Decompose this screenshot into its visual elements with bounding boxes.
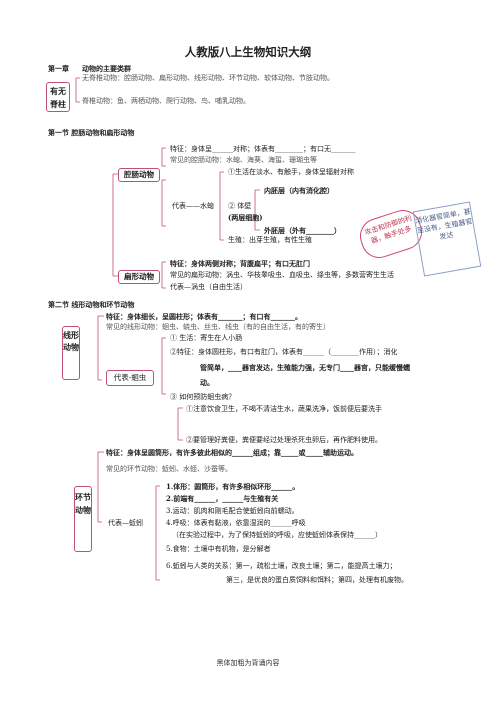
anne-box: 环节动物 (74, 486, 92, 552)
nema-rep: 代表-蛔虫 (106, 370, 154, 386)
nema-feature: 特征：身体细长，呈圆柱形；体表有_______；有口有_______。 (106, 312, 302, 321)
footer-note: 黑体加粗为背诵内容 (216, 659, 280, 667)
flat-common: 常见的扁形动物：涡虫、华枝睾吸虫、血吸虫、绦虫等，多数营寄生生活 (170, 271, 394, 279)
cavity-feature: 特征：身体呈______对称；体表有________；有口无_______ (170, 145, 356, 153)
cavity-repro: 生殖：出芽生殖，有性生殖 (228, 236, 312, 244)
page-title: 人教版八上生物知识大纲 (184, 45, 312, 59)
nema-point-2b: 管简单，____器官发达，生殖能力强，无专门____器官，只能缓慢蠕 (200, 363, 410, 372)
vertebrate-box: 有无脊柱 (46, 82, 70, 112)
anne-rep: 代表—蚯蚓 (108, 519, 143, 527)
cavity-inner: 内胚层（内有消化腔） (264, 186, 334, 195)
anne-feature: 特征：身体呈圆筒形，有许多彼此相似的______组成；靠_____或_____辅… (106, 448, 358, 457)
anne-point-5: 5.食物：土壤中有机物，是分解者 (166, 545, 271, 553)
chapter-label: 第一章 (48, 64, 69, 73)
anne-point-3: 3.运动：肌肉和刚毛配合使蚯蚓向前蠕动。 (166, 507, 299, 515)
cavity-point-2b: (两层细胞) (228, 213, 263, 222)
vertebrate-text: 脊椎动物：鱼、两栖动物、爬行动物、鸟、哺乳动物。 (82, 97, 250, 105)
nema-common: 常见的线形动物：蛔虫、蛲虫、丝虫、线虫（有的自由生活，有的寄生） (106, 323, 330, 331)
flat-box: 扁形动物 (118, 270, 160, 284)
anne-point-6: 6.蚯蚓与人类的关系：第一，疏松土壤，改良土壤；第二，能提高土壤力； (166, 562, 397, 570)
section2-heading: 第二节 线形动物和环节动物 (48, 300, 135, 309)
cavity-rep: 代表——水螅 (172, 202, 214, 210)
anne-point-1: 1.体形：圆筒形，有许多相似环形______。 (166, 482, 300, 491)
cavity-outer: 外胚层（外有________） (264, 226, 341, 235)
cavity-point-2: ② 体壁 (228, 202, 252, 210)
anne-point-4: 4.呼吸：体表有黏液，依靠湿润的______呼吸 (166, 519, 306, 527)
nema-point-2: ②特征：身体圆柱形，有口有肛门，体表有______（________作用）；消化 (170, 348, 398, 356)
nema-box: 线形动物 (62, 326, 80, 380)
anne-point-2: 2.前端有______，______与生殖有关 (166, 494, 279, 503)
cavity-point-1: ①生活在淡水、有触手，身体呈辐射对称 (228, 168, 354, 176)
invertebrate-text: 无脊椎动物：腔肠动物、扁形动物、线形动物、环节动物、软体动物、节肢动物。 (82, 74, 334, 82)
anne-point-6b: 第三，是优良的蛋白质饲料和饵料；第四，处理有机废物。 (226, 576, 408, 584)
nema-point-2c: 动。 (200, 378, 214, 387)
chapter-heading: 动物的主要类群 (82, 64, 131, 73)
cavity-box: 腔肠动物 (118, 168, 160, 182)
section1-heading: 第一节 腔肠动物和扁形动物 (48, 128, 135, 137)
nema-point-3: ③ 如何预防蛔虫病？ (170, 393, 236, 401)
anne-common: 常见的环节动物：蚯蚓、水蛭、沙蚕等。 (106, 465, 232, 473)
anne-point-4b: （在实验过程中，为了保持蚯蚓的呼吸，应使蚯蚓体表保持______） (172, 531, 382, 539)
nema-point-1: ① 生活：寄生在人小肠 (170, 334, 243, 342)
cavity-common: 常见的腔肠动物：水螅、海葵、海蜇、珊瑚虫等 (170, 156, 317, 164)
stamp-note-b: 消化器官简单，甚至没有，生殖器官发达 (412, 201, 482, 277)
nema-point-3a: ①注意饮食卫生，不喝不清洁生水，蔬果洗净，饭前便后要洗手 (186, 405, 382, 413)
flat-feature: 特征：身体两侧对称；背腹扁平；有口无肛门 (170, 259, 310, 268)
nema-point-3b: ②要管理好粪便，粪便要经过处理杀死虫卵后，再作肥料使用。 (186, 436, 382, 444)
flat-rep: 代表—涡虫（自由生活） (170, 283, 247, 291)
